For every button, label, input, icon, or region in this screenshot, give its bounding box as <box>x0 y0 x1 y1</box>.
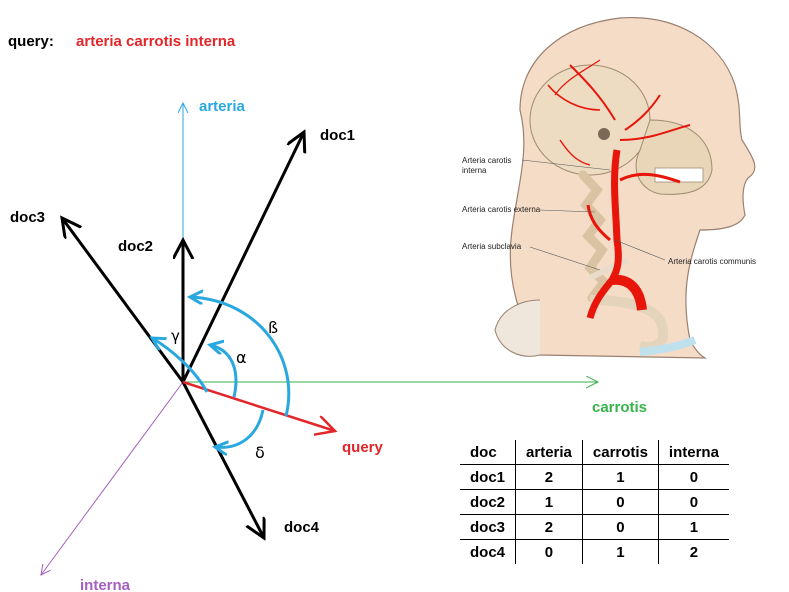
table-header-cell: carrotis <box>582 440 658 465</box>
table-cell: doc2 <box>460 490 516 515</box>
table-cell: 2 <box>516 465 583 490</box>
table-row: doc2 1 0 0 <box>460 490 729 515</box>
table-row: doc3 2 0 1 <box>460 515 729 540</box>
gamma-label: γ <box>171 327 180 345</box>
table-cell: 1 <box>582 540 658 565</box>
table-cell: doc1 <box>460 465 516 490</box>
beta-label: ß <box>268 318 278 337</box>
table-cell: 2 <box>516 515 583 540</box>
term-frequency-table: doc arteria carrotis interna doc1 2 1 0 … <box>460 440 729 564</box>
alpha-label: α <box>236 348 247 367</box>
table-header-row: doc arteria carrotis interna <box>460 440 729 465</box>
doc1-label: doc1 <box>320 127 355 144</box>
carrotis-axis-label: carrotis <box>592 399 647 416</box>
doc1-vector <box>183 132 304 382</box>
table-row: doc4 0 1 2 <box>460 540 729 565</box>
table-cell: 0 <box>658 490 729 515</box>
table-cell: 1 <box>516 490 583 515</box>
query-vector-label: query <box>342 439 384 456</box>
interna-axis-label: interna <box>80 577 131 592</box>
table-header-cell: arteria <box>516 440 583 465</box>
delta-label: δ <box>255 443 265 462</box>
table-cell: 1 <box>582 465 658 490</box>
doc4-label: doc4 <box>284 519 320 536</box>
table-header-cell: interna <box>658 440 729 465</box>
label-carotis-interna-line2: interna <box>462 166 511 176</box>
table-cell: 0 <box>658 465 729 490</box>
carotid-anatomy-illustration <box>495 18 755 358</box>
table-cell: 2 <box>658 540 729 565</box>
table-cell: 0 <box>516 540 583 565</box>
interna-axis <box>41 382 183 575</box>
table-cell: 0 <box>582 515 658 540</box>
label-subclavia: Arteria subclavia <box>462 242 521 252</box>
doc3-label: doc3 <box>10 209 45 226</box>
alpha-arc <box>210 345 236 397</box>
delta-arc <box>215 410 263 447</box>
table-cell: doc4 <box>460 540 516 565</box>
label-carotis-interna: Arteria carotis interna <box>462 156 511 176</box>
arteria-axis-label: arteria <box>199 98 246 115</box>
table-cell: 1 <box>658 515 729 540</box>
table-cell: doc3 <box>460 515 516 540</box>
label-carotis-interna-line1: Arteria carotis <box>462 156 511 166</box>
label-carotis-communis: Arteria carotis communis <box>668 257 756 267</box>
table-row: doc1 2 1 0 <box>460 465 729 490</box>
table-header-cell: doc <box>460 440 516 465</box>
doc2-label: doc2 <box>118 238 153 255</box>
label-carotis-externa: Arteria carotis externa <box>462 205 540 215</box>
table-cell: 0 <box>582 490 658 515</box>
